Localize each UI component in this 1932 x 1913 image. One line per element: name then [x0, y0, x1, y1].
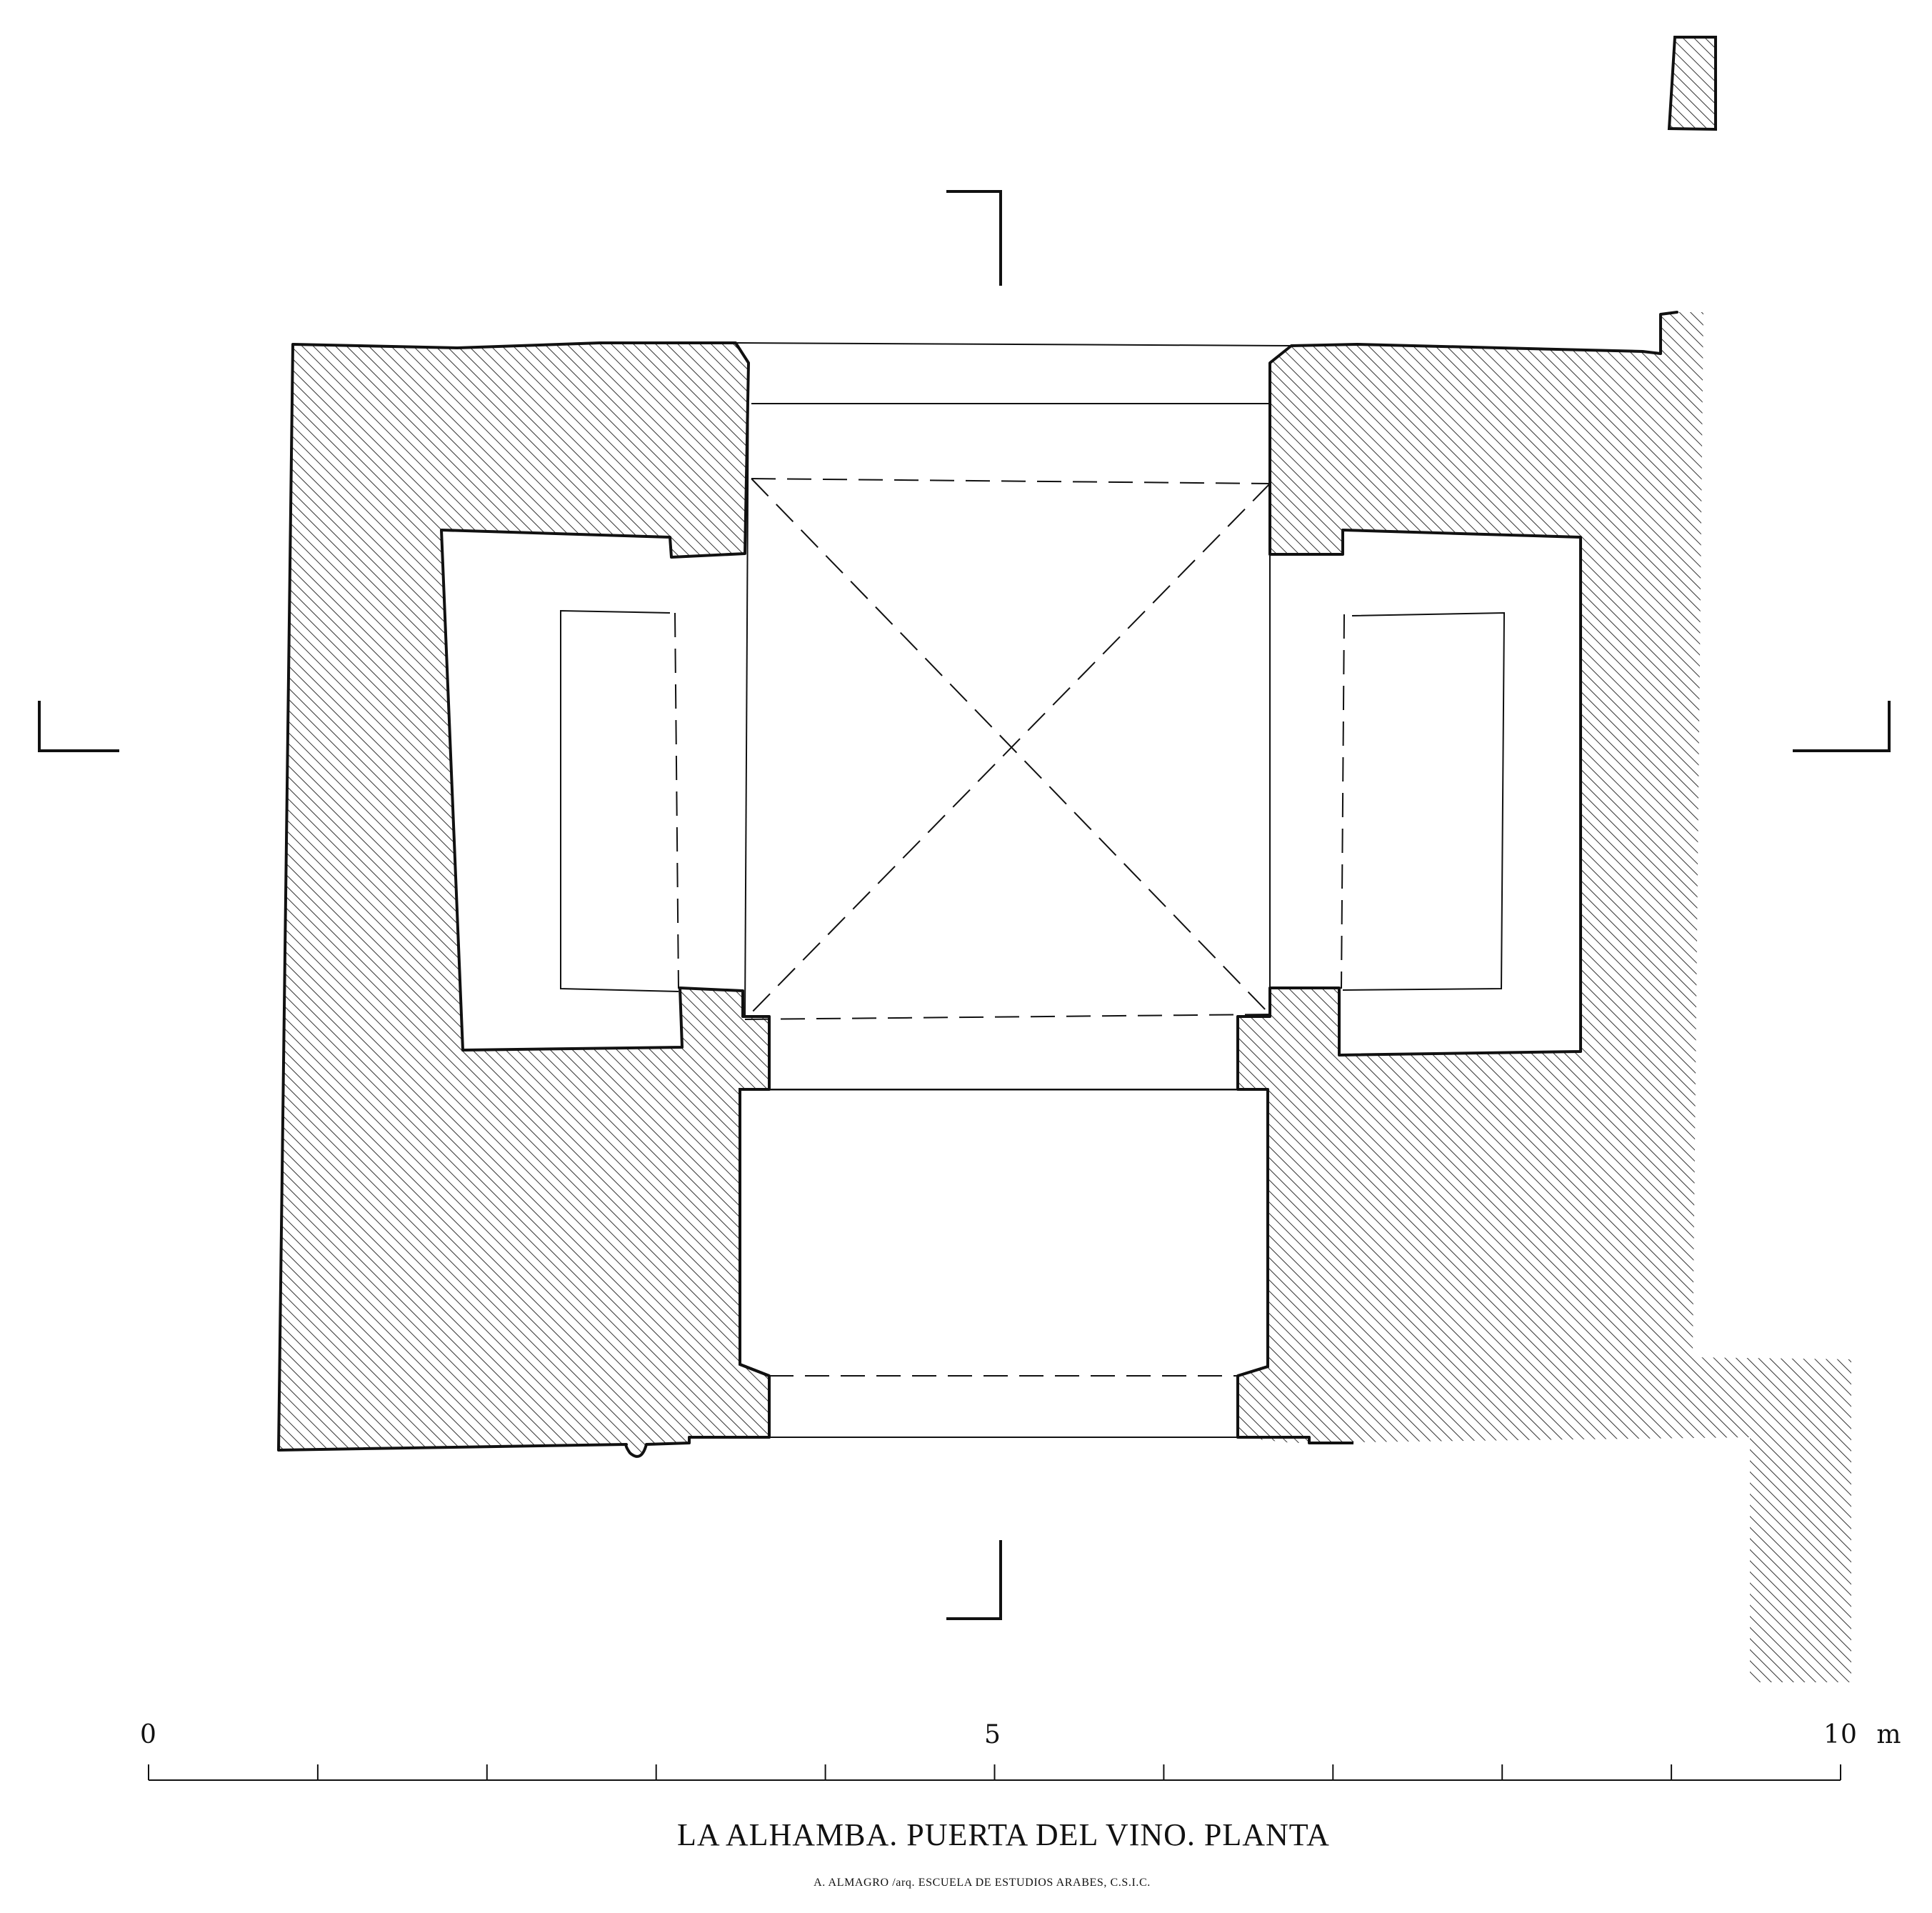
scale-label-5: 5 [984, 1720, 1001, 1749]
scale-unit: m [1876, 1720, 1901, 1749]
left-wall-mass [277, 341, 771, 1458]
section-marker-top [946, 190, 1002, 286]
scale-label-10: 10 [1823, 1720, 1858, 1749]
section-marker-left [38, 701, 119, 752]
passage-outlines [560, 342, 1506, 1438]
masonry-walls [277, 36, 1851, 1682]
scale-label-0: 0 [140, 1720, 157, 1749]
right-wall-mass [1238, 312, 1851, 1682]
section-marker-bottom [946, 1540, 1002, 1620]
vault-projection [674, 478, 1345, 1377]
scale-bar: 0 5 10 m [140, 1720, 1901, 1781]
section-marker-right [1793, 701, 1891, 752]
section-markers [38, 190, 1891, 1620]
top-right-fragment [1667, 36, 1717, 131]
drawing-title: LA ALHAMBA. PUERTA DEL VINO. PLANTA [677, 1817, 1330, 1852]
drawing-credit: A. ALMAGRO /arq. ESCUELA DE ESTUDIOS ARA… [814, 1877, 1151, 1889]
